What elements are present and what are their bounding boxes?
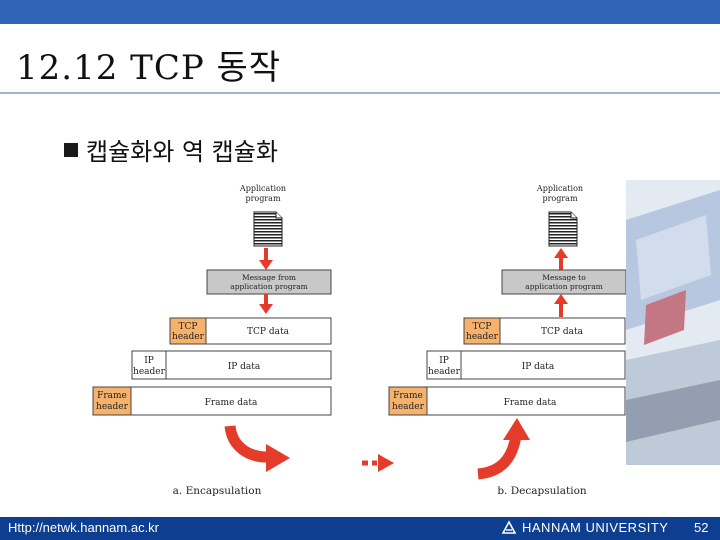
frame-data-box (130, 386, 332, 416)
up-arrow-icon (554, 248, 568, 270)
bullet-text: 캡슐화와 역 캡슐화 (86, 138, 278, 166)
footer-bar: Http://netwk.hannam.ac.kr HANNAM UNIVERS… (0, 517, 720, 540)
message-line1: Message from (242, 273, 296, 282)
decapsulation-side: Application program Message to applicati… (388, 184, 627, 497)
message-box (206, 269, 332, 295)
ip-data-label: IP data (522, 362, 555, 372)
down-arrow-icon (259, 248, 273, 270)
message-line2: application program (230, 282, 308, 291)
ip-header-line2: header (428, 367, 461, 377)
ip-data-box (460, 350, 626, 380)
ip-data-label: IP data (228, 362, 261, 372)
transfer-arrow-icon (362, 454, 394, 472)
message-line2: application program (525, 282, 603, 291)
down-arrow-icon (259, 294, 273, 314)
tcp-header-box (169, 317, 207, 345)
tcp-data-box (499, 317, 626, 345)
tcp-data-box (205, 317, 332, 345)
ip-header-line1: IP (439, 356, 449, 366)
message-line1: Message to (542, 273, 586, 282)
app-label-line1: Application (239, 184, 286, 193)
app-label-line2: program (542, 194, 577, 203)
decorative-image (626, 180, 720, 465)
ip-header-line2: header (133, 367, 166, 377)
curved-arrow-icon (224, 425, 290, 472)
frame-header-line1: Frame (393, 391, 423, 401)
frame-data-label: Frame data (205, 398, 258, 408)
title-divider (0, 92, 720, 94)
up-arrow-icon (554, 294, 568, 317)
frame-data-box (426, 386, 626, 416)
tcp-data-label: TCP data (247, 327, 290, 337)
page-number: 52 (694, 520, 709, 535)
message-box (501, 269, 627, 295)
footer-url: Http://netwk.hannam.ac.kr (8, 520, 160, 535)
footer-university: HANNAM UNIVERSITY (522, 520, 669, 535)
tcp-header-box (463, 317, 501, 345)
curved-arrow-icon (477, 418, 530, 480)
decapsulation-caption: b. Decapsulation (497, 485, 587, 497)
slide-title: 12.12 TCP 동작 (16, 48, 282, 88)
ip-header-box (131, 350, 167, 380)
tcp-header-line1: TCP (179, 322, 198, 332)
bullet-item: 캡슐화와 역 캡슐화 (64, 132, 278, 167)
app-label-line2: program (245, 194, 280, 203)
tcp-data-label: TCP data (541, 327, 584, 337)
tcp-header-line2: header (172, 332, 205, 342)
frame-data-label: Frame data (504, 398, 557, 408)
square-bullet-icon (64, 142, 78, 157)
encapsulation-side: Application program Message from applica… (92, 184, 332, 497)
frame-header-line2: header (96, 402, 129, 412)
app-label-line1: Application (536, 184, 583, 193)
tcp-header-line2: header (466, 332, 499, 342)
document-icon (548, 211, 578, 247)
tcp-header-line1: TCP (473, 322, 492, 332)
encapsulation-caption: a. Encapsulation (173, 485, 262, 497)
document-icon (253, 211, 283, 247)
frame-header-line1: Frame (97, 391, 127, 401)
ip-header-line1: IP (144, 356, 154, 366)
university-logo-icon (500, 519, 518, 537)
frame-header-line2: header (392, 402, 425, 412)
top-bar (0, 0, 720, 24)
ip-data-box (165, 350, 332, 380)
